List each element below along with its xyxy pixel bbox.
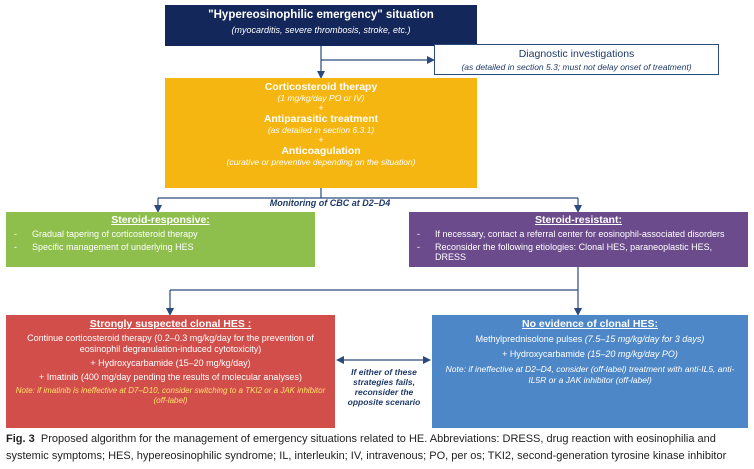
plus-1: +	[318, 103, 324, 113]
no-clonal-note: Note: if ineffective at D2–D4, consider …	[445, 364, 735, 385]
steroid-resistant-box: Steroid-resistant: -If necessary, contac…	[409, 212, 748, 267]
no-clonal-hes-box: No evidence of clonal HES: Methylprednis…	[432, 315, 748, 428]
resistant-item-2: Reconsider the following etiologies: Clo…	[435, 242, 713, 262]
steroid-responsive-title: Steroid-responsive:	[111, 214, 210, 226]
anticoag-note: (curative or preventive depending on the…	[226, 157, 416, 167]
clonal-title: Strongly suspected clonal HES :	[89, 318, 252, 330]
antiparasitic-title: Antiparasitic treatment	[263, 113, 379, 125]
treatment-box: Corticosteroid therapy (1 mg/kg/day PO o…	[165, 78, 477, 188]
cortico-dose: (1 mg/kg/day PO or IV)	[277, 93, 365, 103]
diagnostic-box: Diagnostic investigations (as detailed i…	[434, 44, 719, 75]
list-item: -Reconsider the following etiologies: Cl…	[417, 242, 740, 262]
steroid-resistant-title: Steroid-resistant:	[535, 214, 622, 226]
strategy-note: If either of these strategies fails, rec…	[347, 367, 421, 407]
methylpred-dose: (7.5–15 mg/kg/day for 3 days)	[584, 334, 705, 344]
list-item: -Gradual tapering of corticosteroid ther…	[14, 229, 198, 239]
clonal-hes-box: Strongly suspected clonal HES : Continue…	[6, 315, 335, 428]
responsive-item-2: Specific management of underlying HES	[32, 242, 194, 252]
responsive-item-1: Gradual tapering of corticosteroid thera…	[32, 229, 198, 239]
caption-text: Proposed algorithm for the management of…	[6, 433, 727, 462]
anticoag-title: Anticoagulation	[281, 145, 361, 157]
steroid-responsive-box: Steroid-responsive: -Gradual tapering of…	[6, 212, 315, 267]
no-clonal-line-1: Methylprednisolone pulses (7.5–15 mg/kg/…	[440, 334, 740, 345]
diagnostic-subtitle: (as detailed in section 5.3; must not de…	[461, 62, 692, 72]
emergency-situation-box: "Hypereosinophilic emergency" situation …	[165, 5, 477, 46]
antiparasitic-note: (as detailed in section 6.3.1)	[267, 125, 375, 135]
diagnostic-title: Diagnostic investigations	[518, 48, 635, 60]
resistant-item-1: If necessary, contact a referral center …	[435, 229, 725, 239]
hydroxy-dose: (15–20 mg/kg/day PO)	[587, 349, 678, 359]
emergency-title: "Hypereosinophilic emergency" situation	[208, 9, 434, 21]
clonal-line-1: Continue corticosteroid therapy (0.2–0.3…	[27, 333, 314, 354]
clonal-note: Note: if imatinib is ineffective at D7–D…	[15, 386, 326, 405]
emergency-subtitle: (myocarditis, severe thrombosis, stroke,…	[231, 25, 411, 35]
list-item: -Specific management of underlying HES	[14, 242, 194, 252]
hydroxy-label: + Hydroxycarbamide	[502, 349, 588, 359]
clonal-line-3: + Imatinib (400 mg/day pending the resul…	[39, 372, 302, 382]
methylpred-label: Methylprednisolone pulses	[475, 334, 585, 344]
list-item: -If necessary, contact a referral center…	[417, 229, 725, 239]
no-clonal-line-2: + Hydroxycarbamide (15–20 mg/kg/day PO)	[440, 349, 740, 360]
no-clonal-title: No evidence of clonal HES:	[522, 318, 658, 330]
plus-2: +	[318, 135, 324, 145]
cortico-title: Corticosteroid therapy	[264, 81, 378, 93]
monitoring-label: Monitoring of CBC at D2–D4	[269, 198, 391, 208]
clonal-line-2: + Hydroxycarbamide (15–20 mg/kg/day)	[90, 358, 251, 368]
figure-label: Fig. 3	[6, 433, 35, 445]
figure-caption: Fig. 3 Proposed algorithm for the manage…	[6, 431, 750, 465]
